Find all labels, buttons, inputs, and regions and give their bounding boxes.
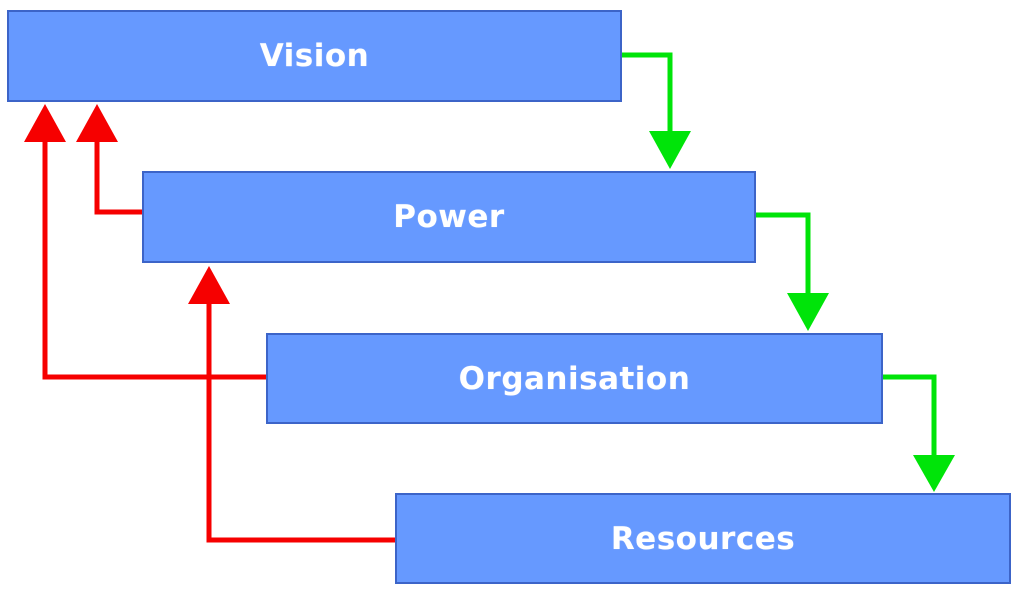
arrowhead-up-icon [188,266,230,304]
arrow-segment [622,52,673,133]
forward-arrow-organisation-to-resources [883,374,955,492]
arrowhead-down-icon [649,131,691,169]
feedback-arrow-power-to-vision [76,104,142,215]
arrowhead-down-icon [913,455,955,492]
arrowhead-up-icon [76,104,118,142]
arrowhead-down-icon [787,293,829,331]
arrow-segment [883,374,937,457]
forward-arrow-power-to-organisation [756,212,829,331]
arrow-segment [756,212,811,295]
forward-arrow-vision-to-power [622,52,691,169]
node-power: Power [142,171,756,263]
node-resources: Resources [395,493,1011,584]
arrow-segment [94,140,142,215]
node-organisation: Organisation [266,333,883,424]
arrowhead-up-icon [24,104,66,142]
node-vision: Vision [7,10,622,102]
